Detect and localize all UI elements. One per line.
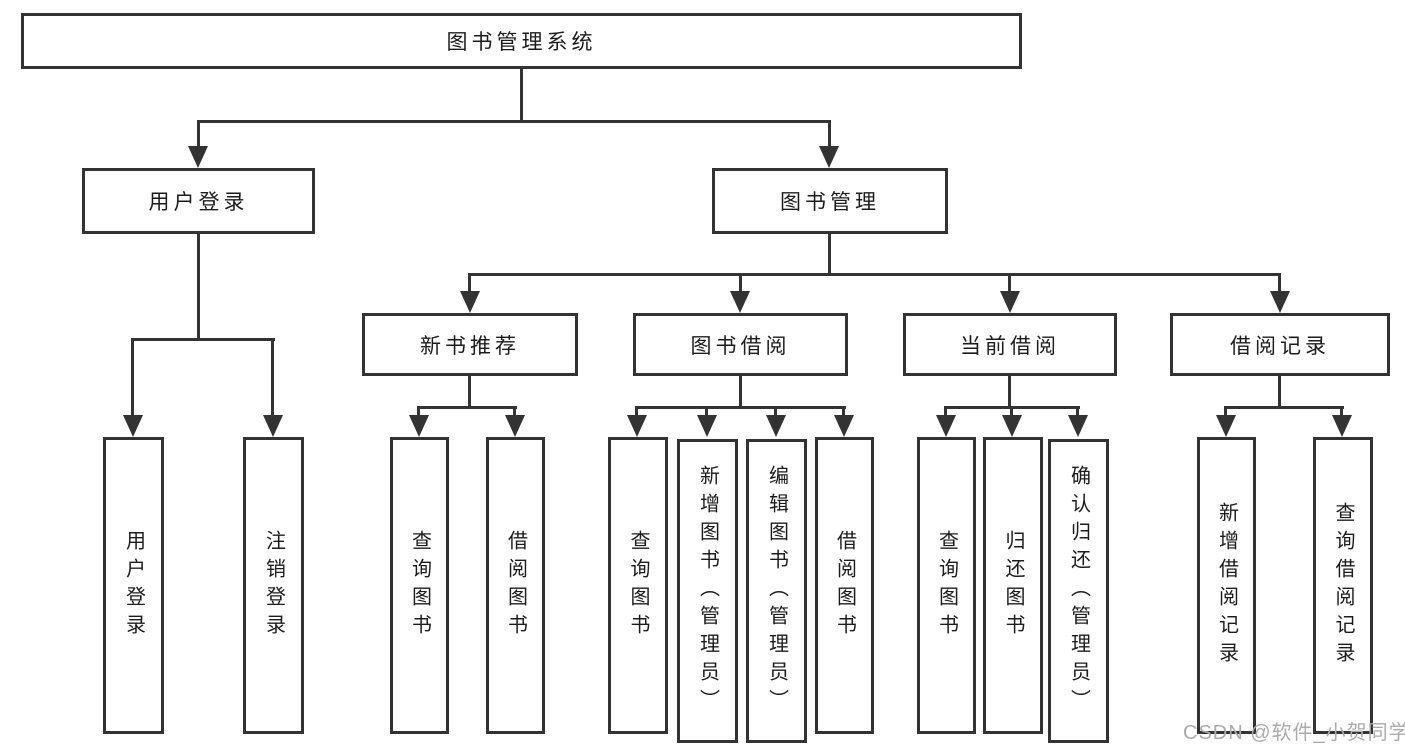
node-current-borrowing: 当前借阅 <box>903 313 1117 376</box>
connector-line <box>1340 406 1343 418</box>
connector-line <box>271 338 274 418</box>
node-leaf-logout-label: 注销登录 <box>262 529 285 642</box>
connector-line <box>1010 406 1013 418</box>
arrowhead-down-icon <box>766 415 786 437</box>
connector-line <box>1008 273 1011 293</box>
connector-line <box>828 120 831 150</box>
arrowhead-down-icon <box>1000 291 1020 313</box>
node-leaf-borrow-books-borrowing-label: 借阅图书 <box>833 529 856 642</box>
node-book-borrowing-label: 图书借阅 <box>690 334 791 358</box>
node-leaf-search-borrow-record-label: 查询借阅记录 <box>1332 501 1354 670</box>
arrowhead-down-icon <box>263 415 283 437</box>
connector-line <box>739 273 742 293</box>
arrowhead-down-icon <box>1216 415 1236 437</box>
node-leaf-edit-books-admin: 编辑图书（管理员） <box>746 439 807 743</box>
node-new-book-recommendation-label: 新书推荐 <box>420 334 520 358</box>
connector-line <box>635 406 638 418</box>
arrowhead-down-icon <box>1068 415 1088 437</box>
node-book-management: 图书管理 <box>712 168 948 234</box>
arrowhead-down-icon <box>1270 291 1290 313</box>
node-root: 图书管理系统 <box>21 13 1022 69</box>
connector-line <box>131 338 275 341</box>
connector-line <box>1278 273 1281 293</box>
arrowhead-down-icon <box>123 415 143 437</box>
connector-line <box>944 406 947 418</box>
arrowhead-down-icon <box>627 415 647 437</box>
arrowhead-down-icon <box>730 291 750 313</box>
arrowhead-down-icon <box>936 415 956 437</box>
node-leaf-confirm-return-admin-label: 确认归还（管理员） <box>1067 465 1090 717</box>
connector-line <box>739 376 742 409</box>
node-leaf-borrow-books-recommend-label: 借阅图书 <box>504 529 527 642</box>
connector-line <box>513 406 516 418</box>
connector-line <box>417 406 420 418</box>
node-leaf-search-books-borrowing: 查询图书 <box>608 437 668 734</box>
arrowhead-down-icon <box>697 415 717 437</box>
node-current-borrowing-label: 当前借阅 <box>960 334 1060 358</box>
connector-line <box>1076 406 1079 418</box>
csdn-watermark: CSDN @软件_小贺同学 <box>1183 722 1405 744</box>
connector-line <box>1224 406 1344 409</box>
node-leaf-user-login: 用户登录 <box>103 437 164 734</box>
arrowhead-down-icon <box>834 415 854 437</box>
node-leaf-return-books: 归还图书 <box>983 437 1043 734</box>
node-leaf-edit-books-admin-label: 编辑图书（管理员） <box>765 465 788 717</box>
node-leaf-return-books-label: 归还图书 <box>1002 529 1024 642</box>
connector-line <box>131 338 134 418</box>
node-user-login: 用户登录 <box>82 168 315 234</box>
connector-line <box>828 234 831 276</box>
node-leaf-confirm-return-admin: 确认归还（管理员） <box>1048 439 1109 743</box>
node-book-borrowing: 图书借阅 <box>633 313 848 376</box>
node-leaf-search-books-recommend-label: 查询图书 <box>408 529 431 642</box>
connector-line <box>705 406 708 418</box>
connector-line <box>1278 376 1281 409</box>
node-leaf-borrow-books-recommend: 借阅图书 <box>486 437 545 734</box>
node-leaf-add-books-admin: 新增图书（管理员） <box>677 439 738 743</box>
node-leaf-search-books-current-label: 查询图书 <box>935 529 958 642</box>
node-leaf-search-books-borrowing-label: 查询图书 <box>627 529 649 642</box>
arrowhead-down-icon <box>460 291 480 313</box>
node-leaf-search-borrow-record: 查询借阅记录 <box>1313 437 1373 734</box>
connector-line <box>842 406 845 418</box>
node-root-label: 图书管理系统 <box>446 31 597 54</box>
arrowhead-down-icon <box>505 415 525 437</box>
connector-line <box>468 376 471 409</box>
node-leaf-add-books-admin-label: 新增图书（管理员） <box>696 465 719 717</box>
node-borrowing-records-label: 借阅记录 <box>1230 334 1330 358</box>
arrowhead-down-icon <box>188 146 208 168</box>
connector-line <box>468 273 1281 276</box>
connector-line <box>1224 406 1227 418</box>
node-user-login-label: 用户登录 <box>148 191 249 214</box>
arrowhead-down-icon <box>409 415 429 437</box>
node-leaf-logout: 注销登录 <box>243 437 304 734</box>
connector-line <box>197 120 200 150</box>
connector-line <box>635 406 846 409</box>
node-leaf-search-books-recommend: 查询图书 <box>390 437 449 734</box>
arrowhead-down-icon <box>1332 415 1352 437</box>
node-leaf-search-books-current: 查询图书 <box>917 437 976 734</box>
node-leaf-user-login-label: 用户登录 <box>122 529 145 642</box>
connector-line <box>1008 376 1011 409</box>
connector-line <box>520 68 523 123</box>
node-new-book-recommendation: 新书推荐 <box>362 313 578 376</box>
node-leaf-add-borrow-record: 新增借阅记录 <box>1197 437 1256 734</box>
node-leaf-borrow-books-borrowing: 借阅图书 <box>815 437 874 734</box>
connector-line <box>468 273 471 293</box>
arrowhead-down-icon <box>1002 415 1022 437</box>
connector-line <box>197 234 200 341</box>
node-leaf-add-borrow-record-label: 新增借阅记录 <box>1215 501 1238 670</box>
connector-line <box>774 406 777 418</box>
arrowhead-down-icon <box>819 146 839 168</box>
connector-line <box>197 120 831 123</box>
node-book-management-label: 图书管理 <box>780 191 880 214</box>
connector-line <box>417 406 517 409</box>
node-borrowing-records: 借阅记录 <box>1170 313 1390 376</box>
